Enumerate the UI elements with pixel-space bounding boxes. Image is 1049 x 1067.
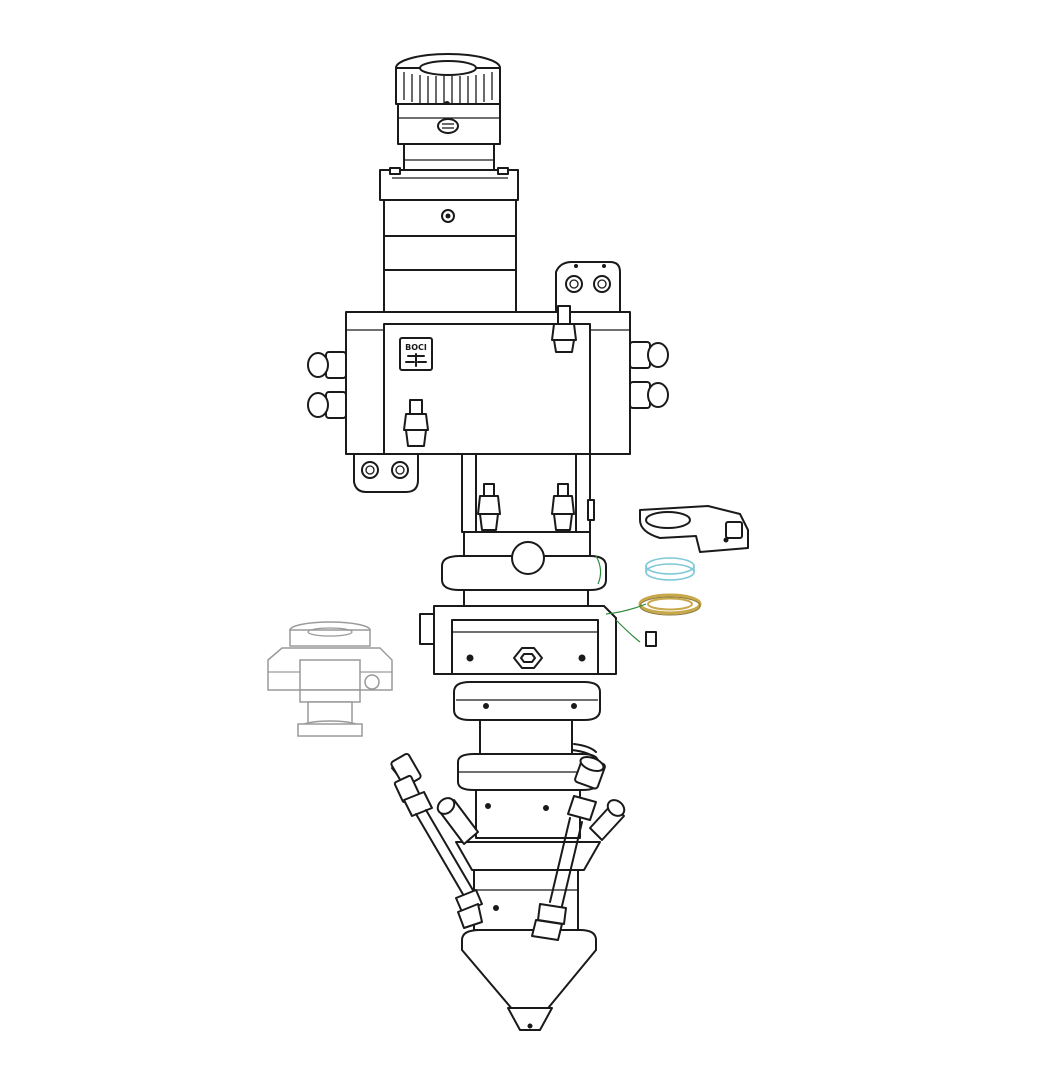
gas-fitting-upper-right: [551, 305, 577, 353]
gas-fitting-right-elbow: [589, 799, 626, 841]
brand-logo-text: BOCI: [405, 343, 427, 352]
brand-logo: BOCI: [399, 337, 433, 371]
gas-fitting-left-elbow: [436, 797, 479, 845]
nozzle-cone: [461, 929, 597, 1031]
mounting-bracket-upper-right: [555, 261, 621, 313]
focus-lens-drawer: [441, 531, 607, 617]
mounting-bracket-lower-left: [353, 453, 419, 493]
focus-adjust-fittings: [477, 483, 575, 531]
ghost-nozzle-module-exploded: [267, 621, 393, 737]
protective-window-housing: [419, 605, 657, 675]
protective-lens-window: [645, 557, 695, 581]
coolant-fittings-right: [629, 341, 669, 409]
coolant-fittings-left: [307, 351, 347, 419]
collimator-screw-icon: [437, 118, 459, 134]
protective-window-holder-exploded: [639, 505, 749, 553]
fiber-connector-cap: [395, 53, 501, 107]
seal-ring: [638, 593, 702, 616]
main-body-housing: [345, 311, 631, 455]
upper-housing-block: [379, 167, 519, 323]
gas-fitting-center: [403, 399, 429, 447]
gas-tube-right: [531, 756, 606, 941]
nozzle-body: [455, 789, 601, 931]
assembly-lead-lines: [595, 555, 647, 643]
lower-collar: [453, 681, 601, 757]
gas-tube-left: [390, 752, 483, 929]
collimator-body: [397, 103, 501, 181]
